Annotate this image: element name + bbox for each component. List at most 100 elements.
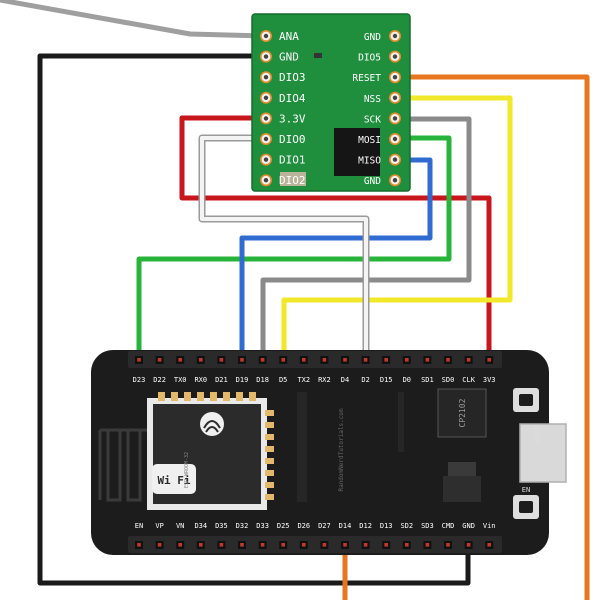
lora-pin-label: GND	[364, 176, 381, 187]
lora-pin-label: DIO3	[279, 71, 306, 84]
esp32-pin-label: RX2	[318, 376, 331, 384]
esp32-pin-label: D19	[236, 376, 249, 384]
esp32-pin-label: TX0	[174, 376, 187, 384]
esp32-pin-label: D32	[236, 522, 249, 530]
voltage-regulator	[448, 462, 476, 476]
esp32-pin-label: D12	[359, 522, 372, 530]
wire-antenna	[0, 0, 269, 39]
wroom-pad	[236, 392, 243, 401]
wire-reset-orange	[395, 74, 590, 600]
wroom-pad	[171, 392, 178, 401]
usb-port	[519, 423, 567, 483]
wroom-pad	[265, 422, 274, 428]
esp32-pin-label: SD0	[442, 376, 455, 384]
boot-button-label: BOOT	[534, 425, 542, 443]
esp32-pin-label: D23	[133, 376, 146, 384]
esp32-pin-label: EN	[135, 522, 143, 530]
wifi-logo-icon	[152, 464, 196, 494]
wire-gnd-black	[37, 53, 471, 586]
lora-pin-label: NSS	[364, 94, 381, 105]
esp32-pin-label: D27	[318, 522, 331, 530]
wroom-pad	[265, 446, 274, 452]
esp32-pin-label: SD2	[400, 522, 413, 530]
esp32-pin-label: VN	[176, 522, 184, 530]
wroom-pad	[265, 482, 274, 488]
wroom-pad	[265, 458, 274, 464]
lora-pin-label: MOSI	[358, 135, 381, 146]
lora-pin-label: DIO0	[279, 133, 306, 146]
lora-module-pad	[280, 172, 306, 186]
esp32-pin-label: 3V3	[483, 376, 496, 384]
esp32-pin-label: D0	[403, 376, 411, 384]
esp32-top-pins: D23 D22 TX0 RX0 D21 D19 D18 D5 TX2 RX2 D4 D2 D15 D0 SD…	[133, 356, 496, 384]
esp32-pin-label: SD3	[421, 522, 434, 530]
lora-pin-label: GND	[364, 32, 381, 43]
lora-pin-label: DIO2	[279, 174, 306, 187]
esp32-watermark: RandomNerdTutorials.com	[338, 408, 345, 491]
esp32-pin-label: D5	[279, 376, 287, 384]
wroom-pad	[184, 392, 191, 401]
esp32-pin-label: D34	[194, 522, 207, 530]
esp32-pin-label: D14	[339, 522, 352, 530]
wroom-pad	[249, 392, 256, 401]
lora-module-led	[314, 53, 322, 58]
lora-module-board	[251, 13, 411, 192]
cp2102-label: CP2102	[458, 398, 467, 427]
esp32-middle-headers	[297, 392, 404, 502]
wroom-pad	[197, 392, 204, 401]
esp32-pin-label: D25	[277, 522, 290, 530]
wroom-pad	[265, 494, 274, 500]
lora-pin-label: DIO5	[358, 53, 381, 64]
lora-module-chip	[334, 128, 380, 176]
esp32-pin-label: TX2	[297, 376, 310, 384]
wroom-pads	[158, 392, 274, 500]
esp32-pin-label: D26	[297, 522, 310, 530]
wire-nss-yellow	[281, 95, 513, 360]
esp32-pin-label: D22	[153, 376, 166, 384]
wroom-pad	[265, 434, 274, 440]
wire-3v3-red	[179, 115, 492, 360]
esp32-pin-label: GND	[462, 522, 475, 530]
lora-pin-label: MISO	[358, 156, 381, 167]
esp32-pin-label: SD1	[421, 376, 434, 384]
cp2102-chip	[437, 388, 487, 438]
esp32-pin-label: D21	[215, 376, 228, 384]
wifi-logo-label: Wi Fi	[157, 474, 190, 487]
lora-pin-label: ANA	[279, 30, 299, 43]
esp32-pin-label: D13	[380, 522, 393, 530]
espressif-logo-mark	[203, 420, 221, 433]
wroom-pad	[158, 392, 165, 401]
esp32-pin-label: D18	[256, 376, 269, 384]
wire-sck-gray	[260, 116, 472, 360]
wroom-module-label: ESP-WROOM-32	[184, 452, 190, 488]
lora-pin-label: 3.3V	[279, 112, 306, 125]
esp32-pin-label: D15	[380, 376, 393, 384]
wroom-pad	[223, 392, 230, 401]
esp32-pin-label: D2	[361, 376, 369, 384]
esp32-pin-label: Vin	[483, 522, 496, 530]
en-button-label: EN	[522, 486, 530, 494]
lora-pin-label: RESET	[352, 73, 381, 84]
wroom-pad	[265, 410, 274, 416]
esp32-pin-label: D35	[215, 522, 228, 530]
lora-pin-label: GND	[279, 51, 299, 64]
wire-mosi-green	[136, 135, 452, 360]
espressif-logo-icon	[200, 412, 224, 436]
lora-pin-label: DIO1	[279, 154, 306, 167]
esp32-pin-label: CMD	[442, 522, 455, 530]
esp32-pin-label: RX0	[194, 376, 207, 384]
esp32-pin-label: CLK	[462, 376, 475, 384]
lora-pin-label: SCK	[364, 114, 381, 125]
wroom-pad	[210, 392, 217, 401]
lora-pin-label: DIO4	[279, 92, 306, 105]
esp32-pin-label: D4	[341, 376, 349, 384]
esp32-pin-label: D33	[256, 522, 269, 530]
esp32-antenna-trace	[98, 428, 150, 502]
wroom-pad	[265, 470, 274, 476]
